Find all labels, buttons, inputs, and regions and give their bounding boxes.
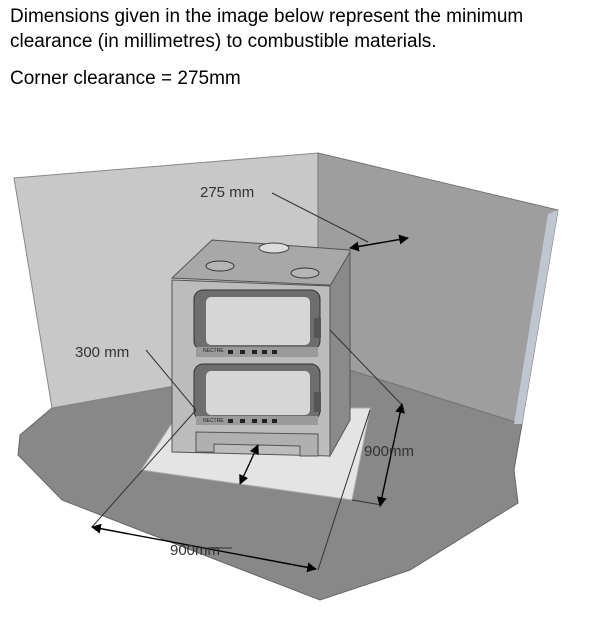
width-dimension-arrow: [91, 523, 317, 573]
top-leader-line: [271, 192, 369, 243]
caption-line-1: Dimensions given in the image below repr…: [10, 6, 524, 27]
depth-dimension-label: 900mm: [364, 443, 414, 460]
stove: NECTRE NECTRE: [170, 239, 351, 458]
top-clearance-label: 275 mm: [200, 184, 254, 201]
right-extension-top: [329, 329, 403, 406]
hotplate-right-icon: [290, 267, 320, 279]
stove-base: [195, 431, 319, 457]
lower-door-glass: [206, 371, 310, 415]
front-extension-right: [317, 409, 371, 571]
caption: Dimensions given in the image below repr…: [10, 4, 595, 91]
right-wall-edge: [514, 210, 558, 424]
right-extension-bottom: [351, 499, 383, 506]
front-clearance-arrow: [239, 444, 259, 485]
stove-badge-lower: NECTRE: [203, 418, 224, 424]
lower-vent-controls: [228, 419, 277, 423]
upper-vent-controls: [228, 350, 277, 354]
side-clearance-arrow: [349, 234, 409, 252]
stove-side: [329, 250, 351, 458]
lower-door-handle: [314, 392, 321, 412]
left-label-backdrop: [72, 340, 144, 360]
width-dimension-label: 900mm: [170, 542, 220, 559]
left-clearance-label: 300 mm: [75, 344, 129, 361]
flue-collar-icon: [258, 242, 290, 254]
front-extension-left: [91, 409, 197, 528]
caption-line-2: clearance (in millimetres) to combustibl…: [10, 31, 437, 52]
hotplate-left-icon: [205, 260, 235, 272]
top-label-backdrop: [197, 180, 269, 200]
upper-door-glass: [206, 297, 310, 345]
depth-dimension-arrow: [377, 403, 405, 507]
left-leader-line: [145, 349, 197, 411]
upper-door-handle: [314, 318, 321, 338]
stove-badge-upper: NECTRE: [203, 348, 224, 354]
corner-clearance-text: Corner clearance = 275mm: [10, 68, 241, 89]
